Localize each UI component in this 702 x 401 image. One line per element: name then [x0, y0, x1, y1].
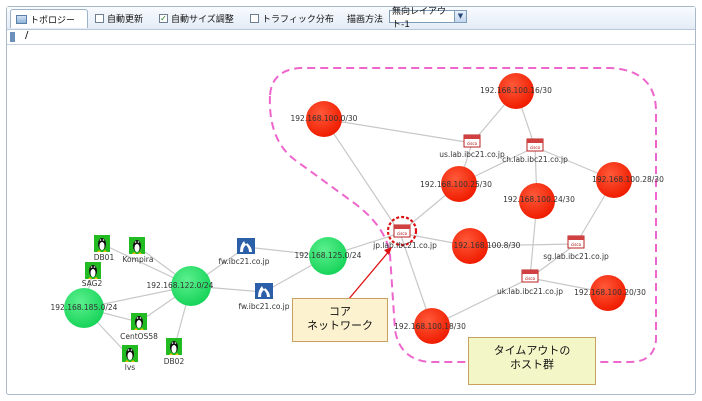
timeout-note-line2: ホスト群 — [510, 358, 554, 371]
toolbar: トポロジー 自動更新 ✓ 自動サイズ調整 トラフィック分布 描画方法 無向レイア… — [7, 7, 695, 30]
node-label: 192.168.100.8/30 — [454, 241, 521, 250]
node-192-168-100-24[interactable] — [519, 183, 555, 219]
node-label: CentOS58 — [120, 332, 158, 341]
router-sg-icon[interactable] — [567, 235, 585, 249]
node-label: jp.lab.ibc21.co.jp — [372, 241, 437, 250]
linux-host-kompira-icon[interactable] — [129, 237, 145, 254]
linux-host-lvs-icon[interactable] — [122, 345, 138, 362]
path-marker-icon — [10, 32, 15, 42]
path-text: / — [25, 30, 29, 41]
node-192-168-125-0[interactable] — [309, 237, 347, 275]
tab-topology-label: トポロジー — [30, 15, 76, 26]
node-label: lvs — [125, 363, 136, 372]
node-label: fw.ibc21.co.jp — [218, 257, 269, 266]
linux-host-sag2-icon[interactable] — [85, 262, 101, 279]
node-label: Kompira — [123, 255, 154, 264]
timeout-note-line1: タイムアウトの — [493, 344, 571, 357]
node-192-168-122-0[interactable] — [171, 266, 211, 306]
node-label: sg.lab.ibc21.co.jp — [543, 252, 609, 261]
node-label: 192.168.100.20/30 — [574, 288, 646, 297]
node-192-168-100-28[interactable] — [596, 162, 632, 198]
linux-host-db02-icon[interactable] — [166, 338, 182, 355]
node-label: 192.168.100.0/30 — [291, 114, 358, 123]
core-highlight-ring — [386, 215, 418, 247]
node-192-168-185-0[interactable] — [64, 288, 104, 328]
auto-size-checkbox[interactable]: ✓ 自動サイズ調整 — [159, 12, 234, 25]
node-192-168-100-20[interactable] — [590, 275, 626, 311]
node-label: 192.168.100.24/30 — [503, 195, 575, 204]
router-us-icon[interactable] — [463, 134, 481, 148]
auto-update-label: 自動更新 — [107, 15, 144, 25]
node-label: ch.lab.ibc21.co.jp — [502, 155, 568, 164]
firewall-icon[interactable] — [237, 238, 255, 254]
auto-update-checkbox[interactable]: 自動更新 — [95, 12, 143, 25]
timeout-hosts-note: タイムアウトの ホスト群 — [468, 337, 596, 385]
draw-method-value: 無向レイアウト-1 — [392, 6, 447, 30]
node-192-168-100-0[interactable] — [306, 101, 342, 137]
node-label: uk.lab.ibc21.co.jp — [497, 287, 563, 296]
firewall-icon[interactable] — [255, 283, 273, 299]
callout-arrow — [347, 249, 391, 301]
breadcrumb: / — [7, 30, 695, 45]
node-192-168-100-8[interactable] — [452, 228, 488, 264]
topology-tab-icon — [16, 14, 27, 24]
linux-host-centos58-icon[interactable] — [131, 313, 147, 330]
node-192-168-100-16[interactable] — [498, 73, 534, 109]
node-label: 192.168.100.25/30 — [420, 180, 492, 189]
auto-size-label: 自動サイズ調整 — [171, 15, 234, 25]
arrowhead-icon — [384, 247, 392, 255]
checkbox-checked-icon: ✓ — [159, 14, 168, 23]
tab-topology[interactable]: トポロジー — [10, 9, 88, 28]
node-label: 192.168.100.16/30 — [480, 86, 552, 95]
traffic-label: トラフィック分布 — [262, 15, 334, 25]
node-label: 192.168.185.0/24 — [51, 303, 118, 312]
node-label: 192.168.122.0/24 — [147, 281, 214, 290]
router-jp-icon[interactable] — [393, 224, 411, 238]
draw-method-label: 描画方法 — [347, 15, 384, 25]
node-label: 192.168.100.18/30 — [394, 322, 466, 331]
core-note-line1: コア — [329, 305, 351, 318]
node-label: fw.ibc21.co.jp — [238, 302, 289, 311]
checkbox-unchecked-icon — [250, 14, 259, 23]
router-ch-icon[interactable] — [526, 138, 544, 152]
traffic-checkbox[interactable]: トラフィック分布 — [250, 12, 334, 25]
checkbox-unchecked-icon — [95, 14, 104, 23]
timeout-group-outline — [268, 67, 657, 363]
core-note-line2: ネットワーク — [307, 319, 373, 332]
node-label: DB02 — [164, 357, 185, 366]
node-label: 192.168.125.0/24 — [295, 251, 362, 260]
node-192-168-100-25[interactable] — [441, 166, 477, 202]
node-label: SAG2 — [82, 279, 103, 288]
node-192-168-100-18[interactable] — [414, 308, 450, 344]
chevron-down-icon[interactable]: ▼ — [454, 11, 466, 22]
node-label: DB01 — [94, 253, 115, 262]
draw-method-select[interactable]: 無向レイアウト-1 ▼ — [389, 7, 467, 30]
core-network-note: コア ネットワーク — [292, 298, 388, 342]
router-uk-icon[interactable] — [521, 269, 539, 283]
node-label: us.lab.ibc21.co.jp — [439, 150, 505, 159]
linux-host-db01-icon[interactable] — [94, 235, 110, 252]
node-label: 192.168.100.28/30 — [592, 175, 664, 184]
